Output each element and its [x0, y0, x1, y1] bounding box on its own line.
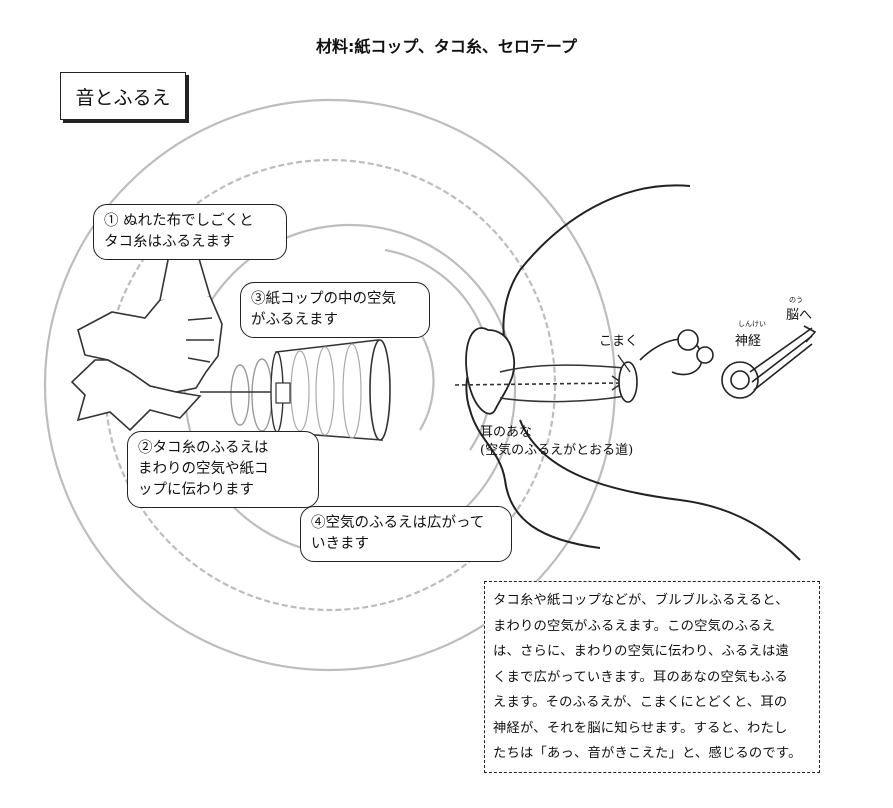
label-ear-canal-line-2: (空気のふるえがとおる道) [480, 443, 634, 458]
callout-step-2-line-2: まわりの空気や紙コ [138, 461, 269, 477]
wave-ring-outer [43, 98, 617, 672]
explanation-line-2: まわりの空気がふるえます。この空気のふるえ [493, 618, 776, 634]
callout-step-4: ④空気のふるえは広がって いきます [300, 506, 512, 562]
sound-wave-rings [43, 98, 617, 672]
callout-step-2-line-3: ップに伝わります [138, 482, 254, 498]
label-komaku: こまく [599, 334, 639, 349]
explanation-line-5: えます。そのふるえが、こまくにとどくと、耳の [493, 695, 788, 710]
materials-line: 材料:紙コップ、タコ糸、セロテープ [316, 37, 577, 56]
callout-step-3-line-1: ③紙コップの中の空気 [251, 291, 396, 307]
callout-step-2: ②タコ糸のふるえは まわりの空気や紙コ ップに伝わります [127, 431, 319, 508]
callout-step-4-line-2: いきます [311, 536, 369, 552]
komaku-pointer [617, 354, 631, 373]
explanation-box: タコ糸や紙コップなどが、ブルブルふるえると、 まわりの空気がふるえます。この空気… [484, 581, 820, 773]
hand-with-cloth [70, 244, 223, 432]
explanation-line-1: タコ糸や紙コップなどが、ブルブルふるえると、 [493, 593, 789, 608]
label-nou-ruby: のう [789, 296, 803, 304]
nerve-to-brain [749, 325, 817, 391]
callout-step-4-line-1: ④空気のふるえは広がって [311, 515, 485, 531]
label-ear-canal-line-1: 耳のあな [480, 425, 533, 440]
vibration-ring-1 [230, 364, 250, 426]
outer-ear [465, 327, 516, 415]
explanation-line-3: は、さらに、まわりの空気に伝わり、ふるえは遠 [493, 644, 789, 659]
string-vibration [230, 358, 273, 432]
callout-step-1-line-1: ① ぬれた布でしごくと [104, 213, 254, 229]
eardrum-shape [618, 361, 638, 403]
callout-step-2-line-1: ②タコ糸のふるえは [138, 440, 269, 456]
page-title: 音とふるえ [60, 72, 186, 120]
wave-arc-inner [384, 248, 493, 451]
tape-patch [275, 382, 291, 404]
explanation-line-7: たちは「あっ、音がきこえた」と、感じるのです。 [493, 746, 802, 761]
label-ear-canal: 耳のあな (空気のふるえがとおる道) [480, 424, 680, 460]
paper-cup [270, 339, 391, 441]
eardrum-and-cochlea [618, 329, 759, 403]
label-shinkei-ruby: しんけい [738, 320, 766, 328]
callout-step-3: ③紙コップの中の空気 がふるえます [240, 282, 430, 338]
callout-step-1-line-2: タコ糸はふるえます [104, 234, 235, 250]
label-nou: 脳へ [786, 308, 813, 323]
callout-step-1: ① ぬれた布でしごくと タコ糸はふるえます [93, 204, 287, 260]
label-shinkei: 神経 [735, 334, 762, 349]
explanation-line-4: くまで広がっていきます。耳のあなの空気もふる [493, 669, 788, 685]
vibration-ring-2 [251, 358, 273, 432]
explanation-line-6: 神経が、それを脳に知らせます。すると、わたし [493, 720, 788, 736]
callout-step-3-line-2: がふるえます [251, 312, 338, 328]
